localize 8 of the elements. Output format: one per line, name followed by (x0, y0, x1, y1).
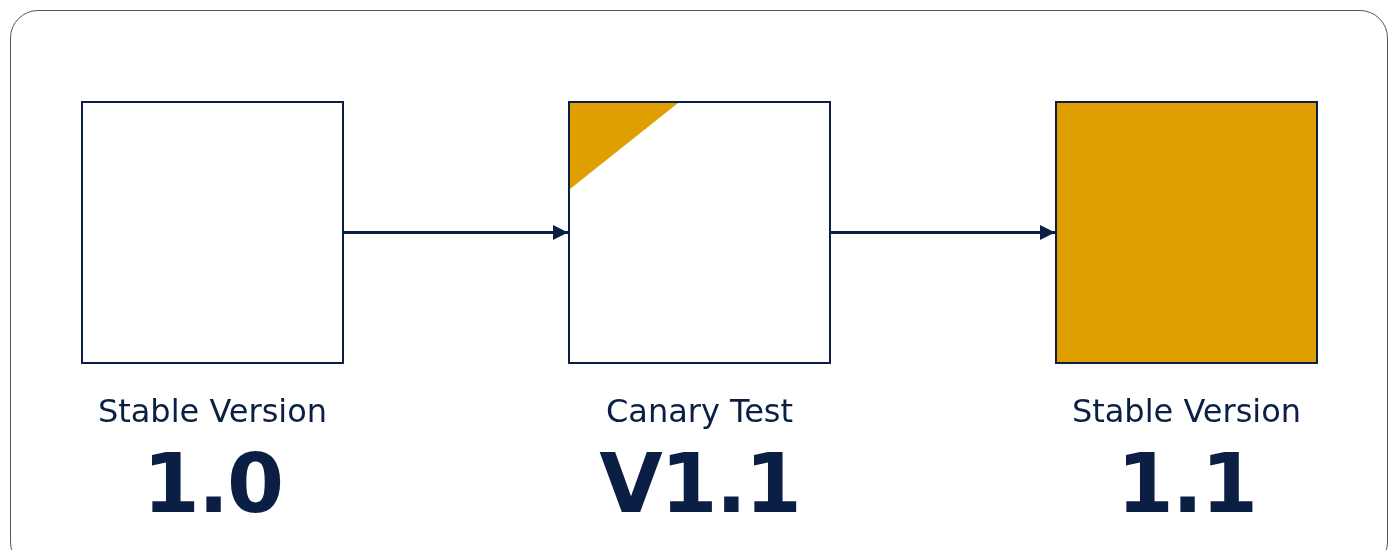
arrow (831, 225, 1055, 240)
stage-label: Canary Test (605, 391, 794, 431)
stage-label: Stable Version (1071, 391, 1302, 431)
stage-label: Stable Version (97, 391, 328, 431)
version-number: 1.0 (142, 439, 283, 529)
arrow (344, 225, 568, 240)
version-number: V1.1 (599, 439, 800, 529)
version-number: 1.1 (1116, 439, 1257, 529)
